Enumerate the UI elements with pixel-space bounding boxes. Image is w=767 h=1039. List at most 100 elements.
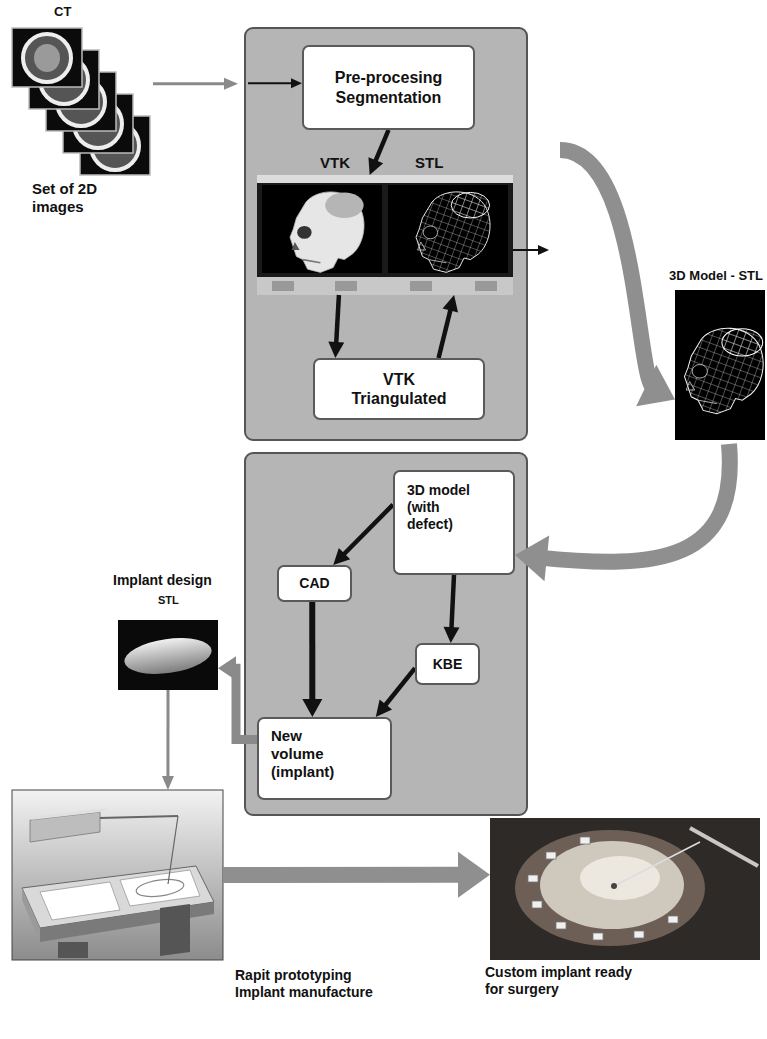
image-ground — [490, 818, 760, 960]
clip — [528, 875, 538, 882]
window-frame — [257, 175, 513, 295]
clip — [546, 852, 556, 859]
clip — [580, 837, 590, 844]
flow-arrow — [444, 575, 460, 643]
solid-skull — [290, 192, 364, 273]
wireframe-skull — [416, 192, 490, 273]
connector-line — [336, 295, 339, 347]
implant-in-place — [580, 856, 660, 900]
flow-arrow — [368, 130, 388, 175]
connector-line — [248, 82, 294, 84]
arrow-head — [443, 295, 459, 312]
clip — [593, 933, 603, 940]
wireframe-skull — [685, 328, 764, 414]
machine-leg — [58, 942, 88, 958]
connector-line — [513, 249, 541, 251]
arrow-head — [636, 365, 675, 406]
implant-outline — [135, 877, 185, 900]
surgery-picture — [490, 818, 760, 960]
connector-line — [341, 505, 393, 557]
connector-line — [560, 150, 655, 390]
stl-model-node: 3D Model - STL — [675, 290, 765, 440]
box-label: Pre-procesing Segmentation — [314, 68, 464, 106]
flow-arrow — [328, 295, 344, 358]
arrow-head — [291, 78, 302, 88]
connector-line — [223, 867, 468, 883]
machine-table-side — [22, 888, 40, 942]
connector-line — [166, 690, 169, 780]
ct-slice — [12, 28, 82, 87]
image-caption: Rapit prototyping Implant manufacture — [235, 967, 400, 1001]
render-pane — [262, 185, 382, 273]
connector-line — [451, 575, 454, 632]
flow-arrow — [376, 668, 415, 717]
flow-arrow — [333, 505, 393, 565]
ct-image-stack: CTSet of 2D images — [12, 28, 150, 175]
image-ground — [12, 790, 223, 960]
connector-line — [309, 602, 315, 704]
box-label: VTK Triangulated — [344, 370, 454, 408]
connector-line — [383, 668, 415, 708]
arrow-head — [333, 548, 350, 565]
render-pane — [388, 185, 508, 273]
arrow-head — [224, 78, 238, 90]
button — [475, 281, 497, 291]
connector-line — [537, 444, 730, 562]
surgical-field — [515, 830, 705, 946]
image-caption: STL — [158, 594, 179, 607]
surgery-photo-node: Custom implant ready for surgery — [490, 818, 760, 960]
software-screenshot-node: VTKSTL — [257, 175, 513, 295]
machine-leg — [160, 904, 190, 956]
flow-arrow — [218, 656, 257, 739]
flow-arrow — [153, 78, 302, 90]
process-box: KBE — [415, 643, 480, 685]
flow-arrow — [302, 602, 322, 717]
process-box: CAD — [277, 565, 352, 602]
clip — [532, 901, 542, 908]
ct-slice-stack — [12, 28, 150, 175]
build-plate — [120, 870, 200, 906]
laser-housing-top — [30, 808, 108, 820]
ct-skull-ring — [23, 34, 71, 82]
ct-brain — [34, 44, 60, 72]
image-caption: CT — [54, 4, 71, 20]
arrow-head — [328, 342, 344, 358]
button — [335, 281, 357, 291]
implant-picture — [118, 620, 218, 690]
image-caption: VTK — [320, 154, 350, 172]
laser-arm — [100, 816, 178, 818]
laser-beam — [168, 816, 178, 884]
connector-line — [439, 306, 452, 358]
image-caption: Implant design — [113, 572, 212, 589]
suture — [614, 842, 700, 886]
box-label: CAD — [299, 575, 329, 592]
process-panel — [245, 28, 527, 440]
arrow-head — [538, 245, 549, 255]
arrow-head — [515, 535, 549, 581]
implant-shape — [122, 633, 214, 679]
skull-surface — [540, 841, 684, 929]
title-bar — [257, 175, 513, 183]
software-screenshot — [257, 175, 513, 295]
rapid-prototyping-node: Rapit prototyping Implant manufacture — [12, 790, 223, 960]
box-label: New volume (implant) — [271, 727, 351, 781]
image-caption: 3D Model - STL — [669, 268, 763, 284]
process-box: 3D model (with defect) — [393, 470, 515, 575]
button — [410, 281, 432, 291]
flow-arrow — [162, 690, 174, 790]
image-ground — [118, 620, 218, 690]
arrow-head — [368, 157, 383, 175]
image-caption: Set of 2D images — [32, 180, 132, 216]
rapid-prototyping-picture — [12, 790, 223, 960]
flow-arrow — [515, 444, 730, 581]
clip — [668, 916, 678, 923]
image-caption: Custom implant ready for surgery — [485, 964, 645, 998]
button-bar — [257, 277, 513, 295]
fixation-point — [611, 883, 617, 889]
box-label: KBE — [433, 656, 463, 673]
arrow-head — [162, 776, 174, 790]
arrow-head — [218, 656, 236, 680]
stl-model-picture — [675, 290, 765, 440]
